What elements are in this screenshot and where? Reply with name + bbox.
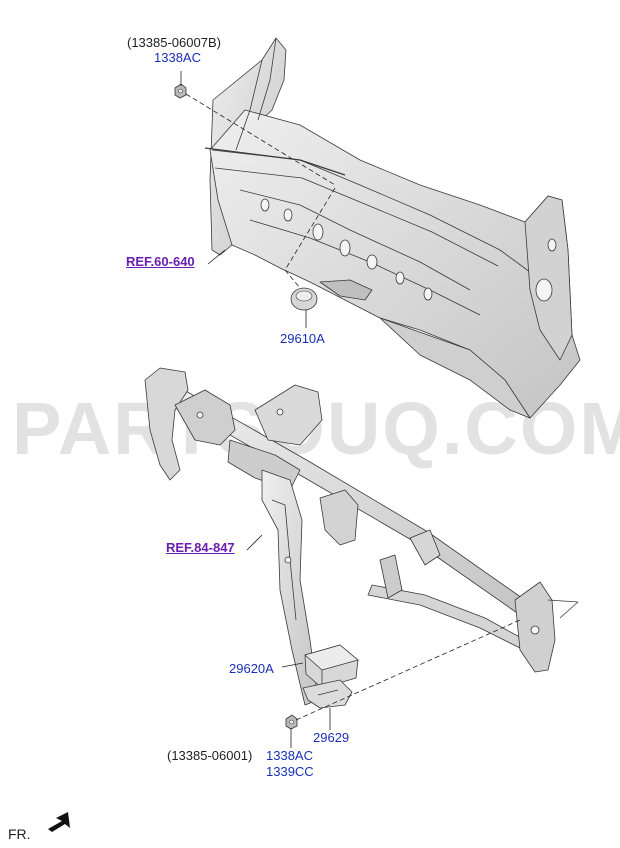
ref-upper-link[interactable]: REF.60-640 — [126, 254, 195, 269]
top-nut-alt-number: (13385-06007B) — [127, 35, 221, 50]
bottom-nut-callout[interactable]: 1338AC — [266, 748, 313, 763]
ref-lower-link[interactable]: REF.84-847 — [166, 540, 235, 555]
module-callout[interactable]: 29620A — [229, 661, 274, 676]
bottom-nut-alt-number: (13385-06001) — [167, 748, 253, 763]
bottom-nut-part[interactable] — [285, 714, 298, 730]
grommet-part[interactable] — [290, 287, 318, 311]
front-arrow-icon — [48, 812, 70, 832]
top-nut-callout[interactable]: 1338AC — [154, 50, 201, 65]
bottom-clip-callout[interactable]: 1339CC — [266, 764, 314, 779]
grommet-callout[interactable]: 29610A — [280, 331, 325, 346]
module-bracket-part[interactable] — [302, 679, 353, 709]
cowl-cross-bar-assembly — [144, 367, 579, 706]
leader-lines — [180, 71, 521, 748]
front-label: FR. — [8, 826, 31, 842]
top-nut-part[interactable] — [174, 83, 187, 99]
bracket-callout[interactable]: 29629 — [313, 730, 350, 745]
control-module-part[interactable] — [304, 644, 359, 689]
dash-panel-assembly — [204, 37, 581, 419]
